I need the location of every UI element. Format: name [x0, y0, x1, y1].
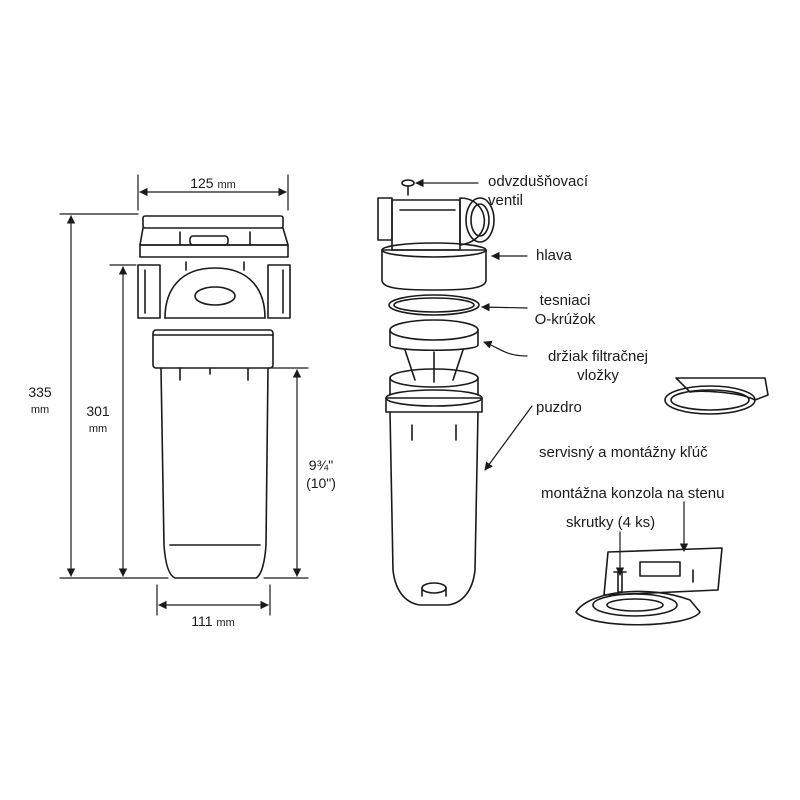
label-wrench: servisný a montážny kľúč — [539, 444, 708, 461]
label-vent-line2: ventil — [488, 192, 524, 209]
label-bracket: montážna konzola na stenu — [541, 485, 725, 502]
label-housing: puzdro — [536, 399, 582, 416]
label-holder-line2: vložky — [577, 367, 619, 384]
exploded-oring — [388, 294, 480, 316]
dim-top-width-unit: mm — [217, 179, 236, 191]
label-oring-line2: O-krúžok — [534, 311, 596, 328]
dim-total-height-value: 335 — [28, 384, 52, 400]
dim-bottom-width-unit: mm — [216, 617, 235, 629]
dim-housing-height-value: 301 — [86, 403, 110, 419]
assembled-filter — [137, 215, 291, 579]
dimension-lines — [59, 174, 309, 616]
label-vent-line1: odvzdušňovací — [488, 173, 589, 190]
wall-bracket — [575, 547, 723, 626]
dim-cartridge-inch: 9¾" — [308, 457, 334, 473]
label-head: hlava — [536, 247, 572, 264]
dim-housing-height-unit: mm — [88, 423, 108, 435]
label-holder-line1: držiak filtračnej — [547, 348, 649, 365]
dim-total-height: 335 mm — [20, 383, 60, 419]
exploded-head — [377, 179, 495, 291]
dim-total-height-unit: mm — [30, 404, 50, 416]
label-oring: tesniaci O-krúžok — [520, 291, 610, 329]
dim-bottom-width-value: 111 — [191, 613, 213, 629]
dim-top-width: 125 mm — [163, 174, 263, 194]
dim-housing-height: 301 mm — [78, 402, 118, 438]
label-oring-line1: tesniaci — [539, 292, 591, 309]
dim-cartridge-inch-alt: (10") — [306, 475, 336, 491]
dim-top-width-value: 125 — [190, 175, 214, 191]
exploded-housing — [385, 368, 483, 606]
label-holder: držiak filtračnej vložky — [528, 347, 668, 385]
exploded-holder — [389, 319, 479, 383]
label-vent: odvzdušňovací ventil — [488, 172, 588, 210]
callout-leaders — [415, 178, 689, 576]
dim-cartridge: 9¾" (10") — [296, 456, 346, 492]
dim-bottom-width: 111 mm — [163, 612, 263, 632]
label-screws: skrutky (4 ks) — [566, 514, 656, 531]
service-wrench — [664, 377, 769, 415]
